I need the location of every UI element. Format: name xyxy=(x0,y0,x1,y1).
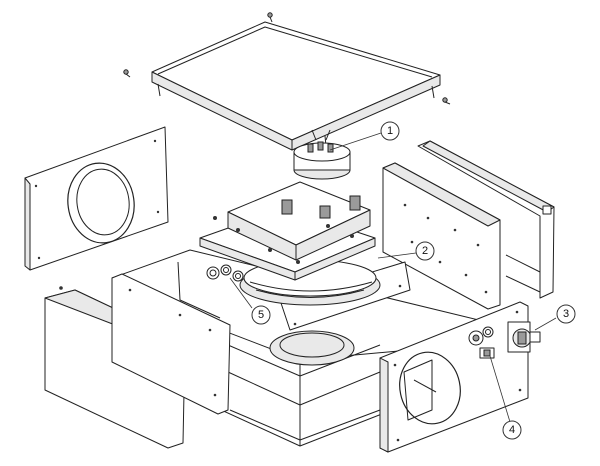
callout-1-label: 1 xyxy=(387,125,393,137)
left-rear-panel xyxy=(24,126,169,271)
motor-terminal-block xyxy=(293,129,351,180)
callout-3-label: 3 xyxy=(563,308,569,320)
right-rear-panel xyxy=(417,140,555,299)
front-right-panel xyxy=(379,301,529,453)
blower-assembly xyxy=(199,181,381,306)
callout-2-label: 2 xyxy=(422,245,428,257)
callout-1: 1 xyxy=(380,121,400,141)
leader-lines xyxy=(229,132,557,423)
panel-connectors xyxy=(468,326,495,359)
lid-screws xyxy=(123,12,451,105)
callout-2: 2 xyxy=(415,241,435,261)
right-middle-panel xyxy=(382,162,501,310)
callout-5: 5 xyxy=(251,305,271,325)
callout-4: 4 xyxy=(502,420,522,440)
callout-4-label: 4 xyxy=(509,424,515,436)
isolator-switch xyxy=(507,321,541,353)
left-frame-post xyxy=(111,273,231,415)
callout-3: 3 xyxy=(556,304,576,324)
callout-5-label: 5 xyxy=(258,309,264,321)
cable-glands xyxy=(206,264,244,282)
